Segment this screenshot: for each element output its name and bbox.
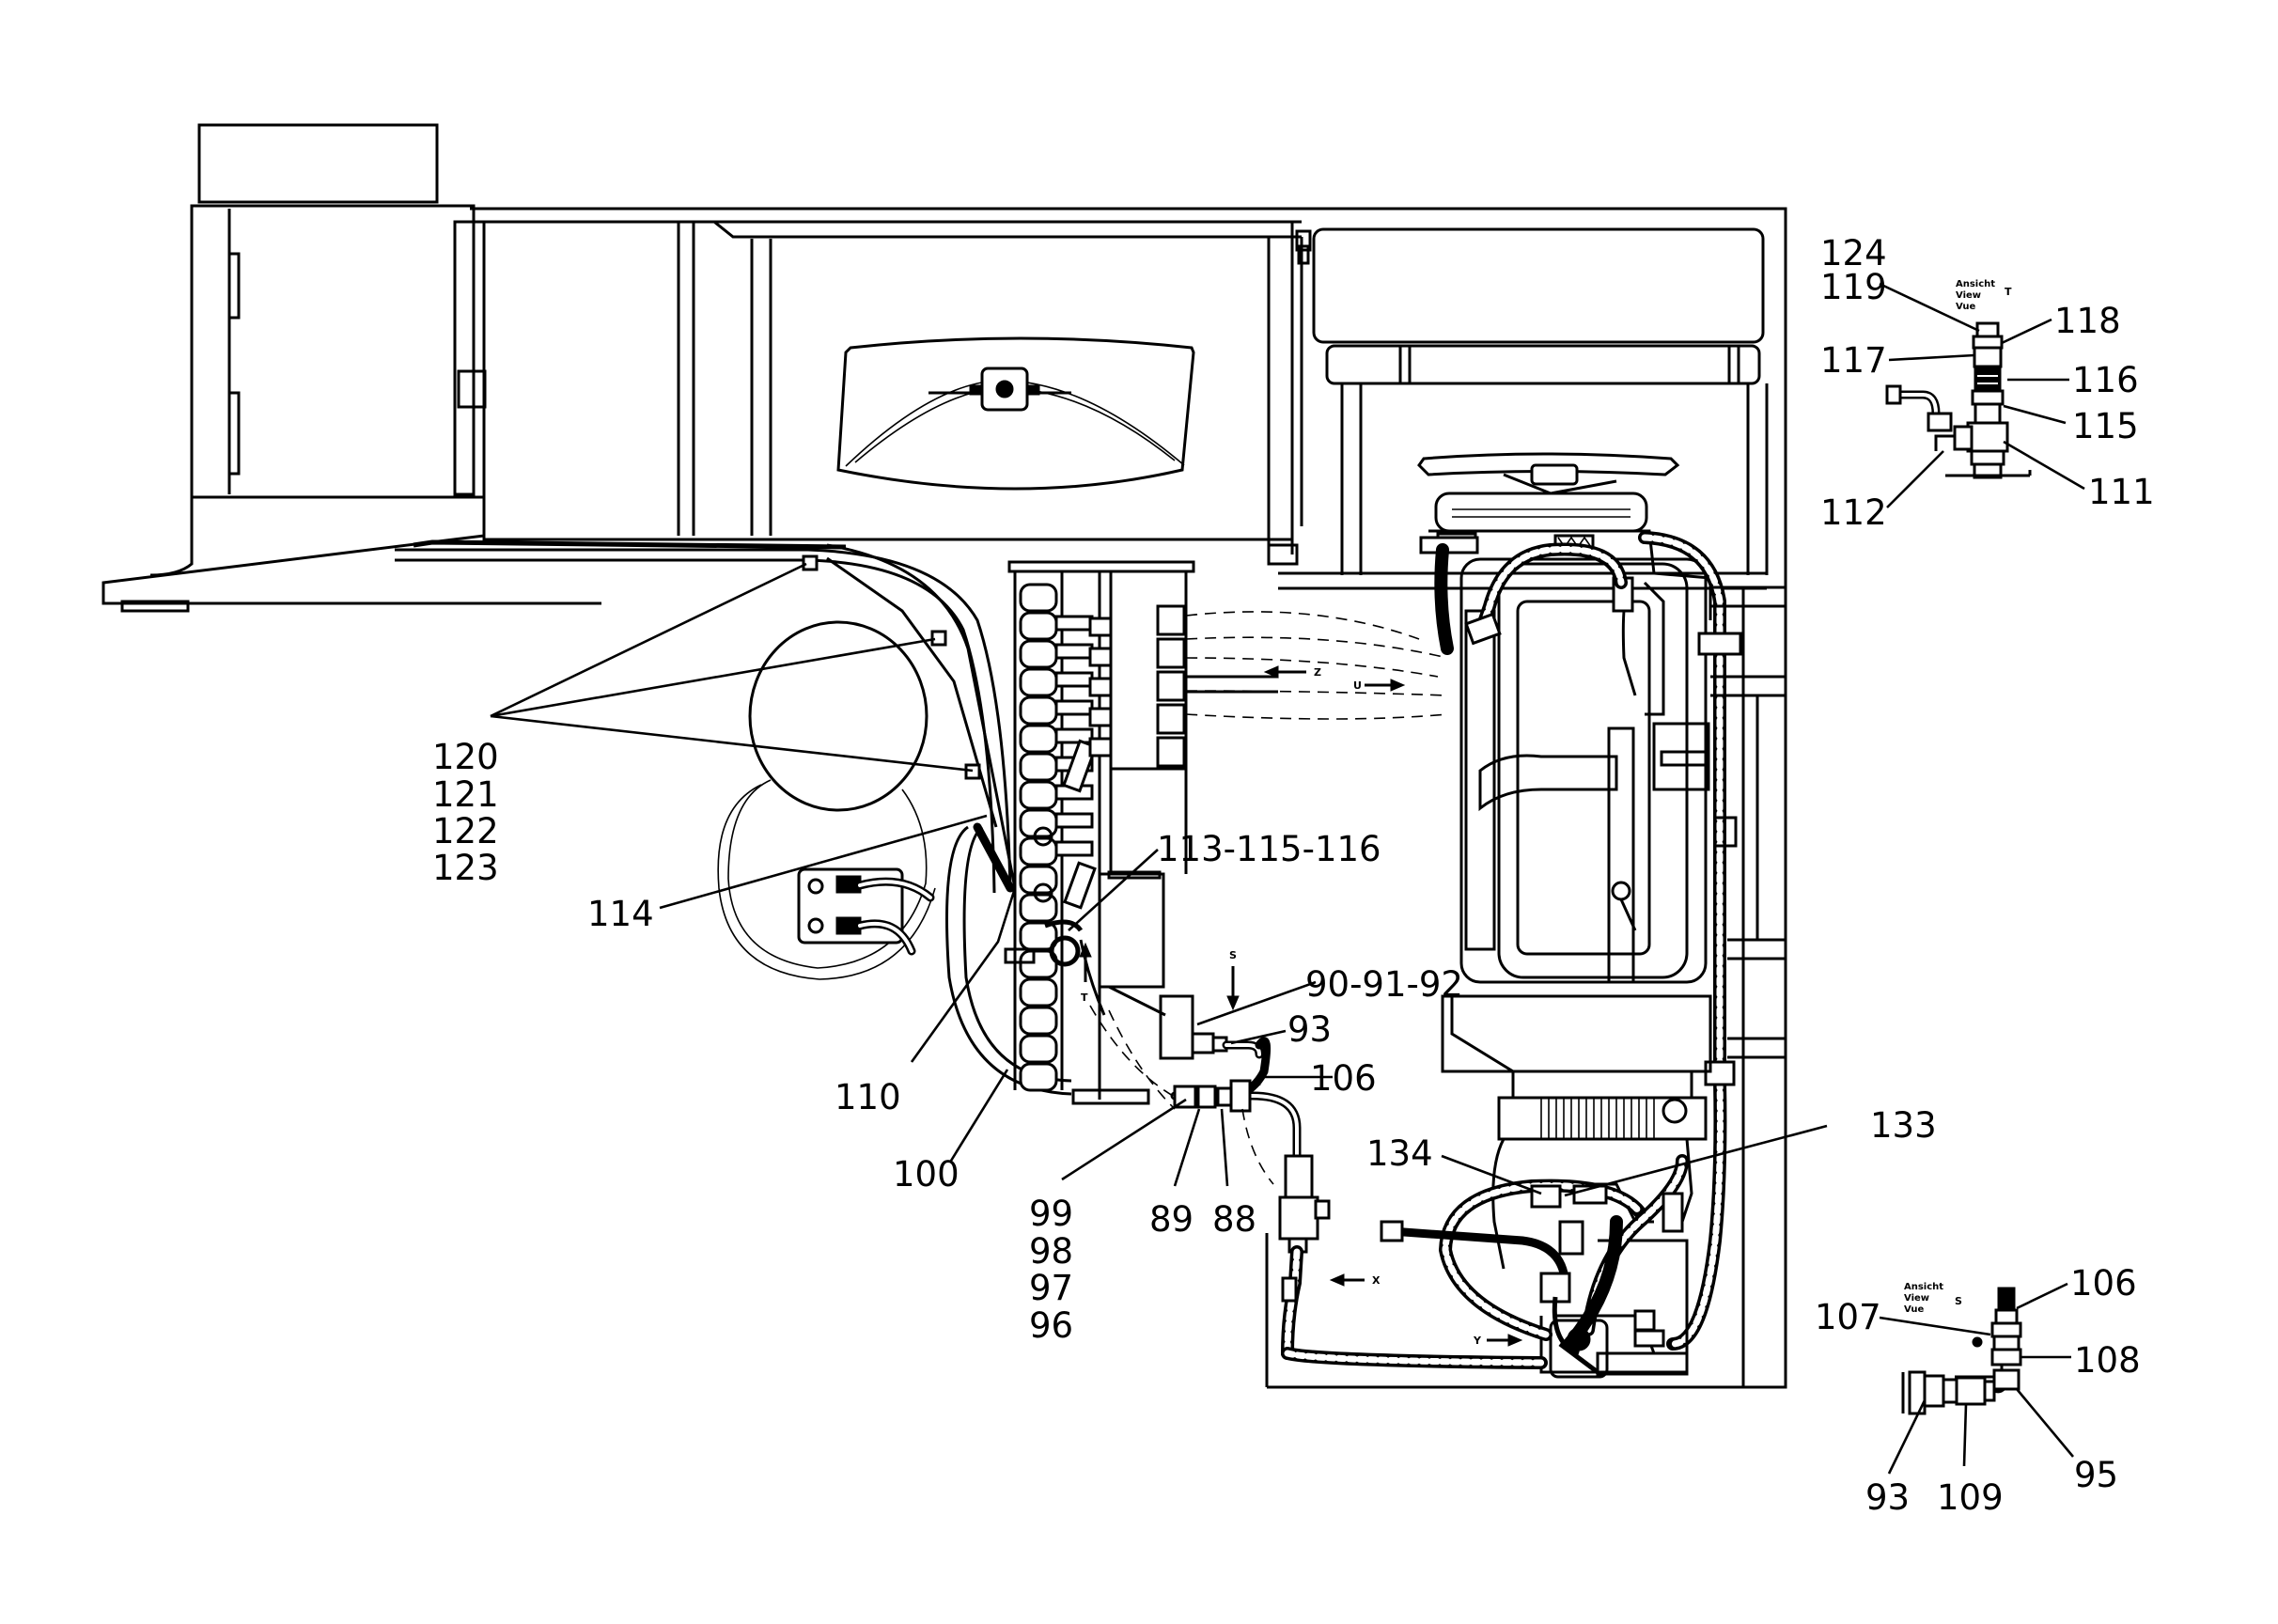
callout-88: 88 xyxy=(1212,1199,1256,1240)
view-t-vue: Vue xyxy=(1956,302,1976,312)
arrow-x-label: X xyxy=(1372,1274,1381,1287)
callout-112: 112 xyxy=(1820,492,1887,533)
callout-124: 124 xyxy=(1820,233,1887,273)
detail-callout-95: 95 xyxy=(2074,1455,2118,1495)
arrow-t-label: T xyxy=(1081,992,1088,1004)
callout-114: 114 xyxy=(587,894,654,934)
detail-callout-108: 108 xyxy=(2074,1340,2141,1381)
detail-view-s: Ansicht View Vue S xyxy=(1901,1282,2022,1415)
valve-block xyxy=(1004,560,1448,1105)
arrow-z-label: Z xyxy=(1314,666,1321,679)
callout-122: 122 xyxy=(432,811,499,851)
view-s-letter: S xyxy=(1955,1295,1962,1307)
callout-119: 119 xyxy=(1820,267,1887,307)
callout-121: 121 xyxy=(432,774,499,815)
cab-structure xyxy=(101,123,1787,1389)
callout-120: 120 xyxy=(432,737,499,777)
leader-lines xyxy=(490,282,2085,1475)
callout-labels: 124 119 118 117 116 115 112 111 120 121 … xyxy=(432,233,2155,1518)
callout-115: 115 xyxy=(2072,406,2139,446)
callout-133: 133 xyxy=(1870,1105,1937,1146)
view-s-view: View xyxy=(1904,1293,1929,1304)
view-s-vue: Vue xyxy=(1904,1304,1925,1315)
callout-123: 123 xyxy=(432,848,499,888)
callout-89: 89 xyxy=(1149,1199,1194,1240)
callout-113-115-116: 113-115-116 xyxy=(1157,829,1381,869)
callout-134: 134 xyxy=(1366,1133,1433,1174)
callout-100: 100 xyxy=(893,1154,960,1195)
callout-116: 116 xyxy=(2072,360,2139,400)
detail-callout-109: 109 xyxy=(1937,1477,2004,1518)
callout-118: 118 xyxy=(2054,301,2121,341)
arrow-u-label: U xyxy=(1353,679,1362,692)
callout-111: 111 xyxy=(2088,472,2155,512)
callout-90-91-92: 90-91-92 xyxy=(1305,964,1463,1005)
view-s-ansicht: Ansicht xyxy=(1904,1282,1943,1292)
view-t-ansicht: Ansicht xyxy=(1956,279,1995,289)
callout-97: 97 xyxy=(1029,1268,1073,1308)
detail-callout-106: 106 xyxy=(2070,1263,2137,1304)
engine xyxy=(1380,452,1786,1387)
arrow-s-label: S xyxy=(1229,949,1237,961)
tank xyxy=(717,620,936,980)
detail-callout-107: 107 xyxy=(1815,1297,1881,1337)
callout-93: 93 xyxy=(1287,1009,1332,1050)
view-t-letter: T xyxy=(2005,286,2012,298)
arrow-y-label: Y xyxy=(1473,1335,1482,1347)
callout-96: 96 xyxy=(1029,1305,1073,1346)
view-arrows: Z U T S X Y xyxy=(1079,665,1523,1347)
callout-99: 99 xyxy=(1029,1194,1073,1234)
view-t-view: View xyxy=(1956,290,1981,301)
detail-callout-93: 93 xyxy=(1865,1477,1910,1518)
callout-110: 110 xyxy=(835,1077,901,1117)
callout-106: 106 xyxy=(1310,1058,1377,1099)
detail-view-t: Ansicht View Vue T xyxy=(1885,279,2032,479)
callout-117: 117 xyxy=(1820,340,1887,381)
callout-98: 98 xyxy=(1029,1231,1073,1272)
lower-pipes xyxy=(1089,985,1548,1387)
